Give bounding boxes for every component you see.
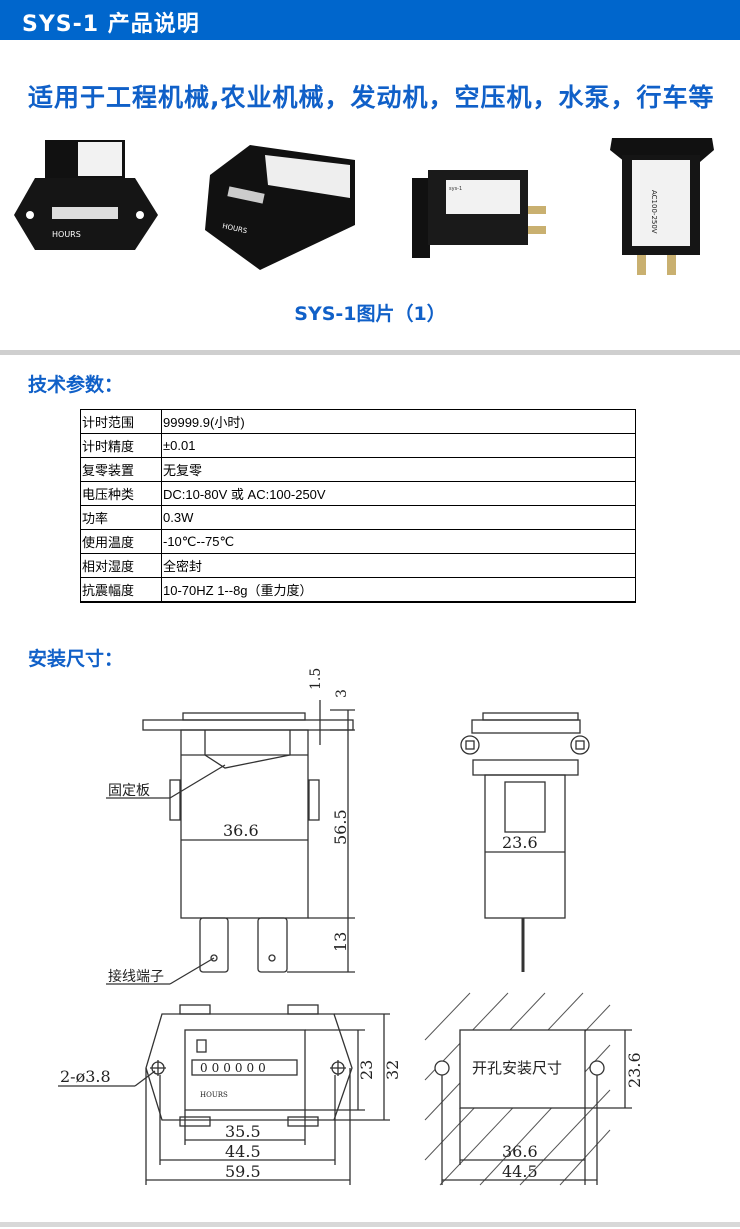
photo-voltage-label: AC100-250V bbox=[650, 190, 658, 234]
spec-key: 复零装置 bbox=[80, 457, 162, 482]
spec-value: DC:10-80V 或 AC:100-250V bbox=[161, 481, 636, 506]
photo-caption: SYS-1图片（1） bbox=[294, 303, 446, 325]
dim-35-5: 35.5 bbox=[225, 1122, 261, 1141]
spec-key: 电压种类 bbox=[80, 481, 162, 506]
spec-value: 99999.9(小时) bbox=[161, 409, 636, 434]
applications-text: 适用于工程机械,农业机械，发动机，空压机，水泵，行车等 bbox=[28, 83, 715, 112]
page-title: SYS-1 产品说明 bbox=[22, 12, 200, 37]
header-bar: SYS-1 产品说明 bbox=[0, 0, 740, 40]
photo-rear: AC100-250V bbox=[610, 138, 714, 275]
spec-key: 使用温度 bbox=[80, 529, 162, 554]
dim-32: 32 bbox=[383, 1060, 402, 1080]
dim-23: 23 bbox=[357, 1060, 376, 1080]
spec-value: 10-70HZ 1--8g（重力度） bbox=[161, 577, 636, 603]
dim-holes: 2-ø3.8 bbox=[60, 1067, 111, 1086]
section-divider bbox=[0, 350, 740, 355]
table-row: 复零装置无复零 bbox=[80, 457, 636, 482]
end-view: 23.6 bbox=[460, 712, 590, 972]
table-row: 计时精度±0.01 bbox=[80, 433, 636, 458]
spec-key: 计时范围 bbox=[80, 409, 162, 434]
side-view: 1.5 3 56.5 13 36.6 固定板 接线端子 bbox=[106, 668, 355, 985]
spec-value: -10℃--75℃ bbox=[161, 529, 636, 554]
counter-digits: 000000 bbox=[200, 1061, 270, 1075]
label-terminal: 接线端子 bbox=[108, 968, 164, 985]
dimensions-heading: 安装尺寸： bbox=[28, 648, 124, 670]
photo-side: sys-1 bbox=[412, 170, 546, 258]
dim-23-6: 23.6 bbox=[502, 833, 538, 852]
table-row: 相对湿度全密封 bbox=[80, 553, 636, 578]
front-view: 000000 HOURS 2-ø3.8 23 32 35.5 44.5 59.5 bbox=[58, 1004, 402, 1185]
spec-value: 0.3W bbox=[161, 505, 636, 530]
label-mounting-plate: 固定板 bbox=[108, 783, 150, 799]
dim-59-5: 59.5 bbox=[225, 1162, 261, 1181]
spec-key: 相对湿度 bbox=[80, 553, 162, 578]
cutout-dim-36-6: 36.6 bbox=[502, 1142, 538, 1161]
dim-1-5: 1.5 bbox=[308, 668, 324, 690]
spec-value: 无复零 bbox=[161, 457, 636, 482]
cutout-label: 开孔安装尺寸 bbox=[472, 1059, 562, 1077]
table-row: 使用温度-10℃--75℃ bbox=[80, 529, 636, 554]
spec-key: 计时精度 bbox=[80, 433, 162, 458]
cutout-view: 开孔安装尺寸 23.6 36.6 44.5 bbox=[424, 992, 644, 1186]
photo-front: HOURS bbox=[14, 140, 158, 250]
spec-value: ±0.01 bbox=[161, 433, 636, 458]
spec-key: 抗震幅度 bbox=[80, 577, 162, 603]
dim-56-5: 56.5 bbox=[331, 809, 350, 845]
photo-hours-label: HOURS bbox=[52, 230, 81, 239]
photo-angled: HOURS bbox=[205, 145, 355, 270]
spec-key: 功率 bbox=[80, 505, 162, 530]
bottom-divider bbox=[0, 1222, 740, 1227]
specs-heading: 技术参数： bbox=[28, 374, 124, 396]
photo-brand-label: sys-1 bbox=[449, 186, 462, 192]
dimension-drawing: 1.5 3 56.5 13 36.6 固定板 接线端子 23.6 bbox=[58, 668, 644, 1186]
cutout-dim-23-6: 23.6 bbox=[625, 1052, 644, 1088]
dim-13: 13 bbox=[331, 932, 350, 952]
dim-44-5: 44.5 bbox=[225, 1142, 261, 1161]
counter-hours-label: HOURS bbox=[200, 1091, 228, 1099]
spec-value: 全密封 bbox=[161, 553, 636, 578]
cutout-dim-44-5: 44.5 bbox=[502, 1162, 538, 1181]
dim-3: 3 bbox=[334, 689, 350, 698]
dim-36-6: 36.6 bbox=[223, 821, 259, 840]
product-photos: HOURS HOURS sys-1 AC100-250V bbox=[14, 138, 714, 275]
